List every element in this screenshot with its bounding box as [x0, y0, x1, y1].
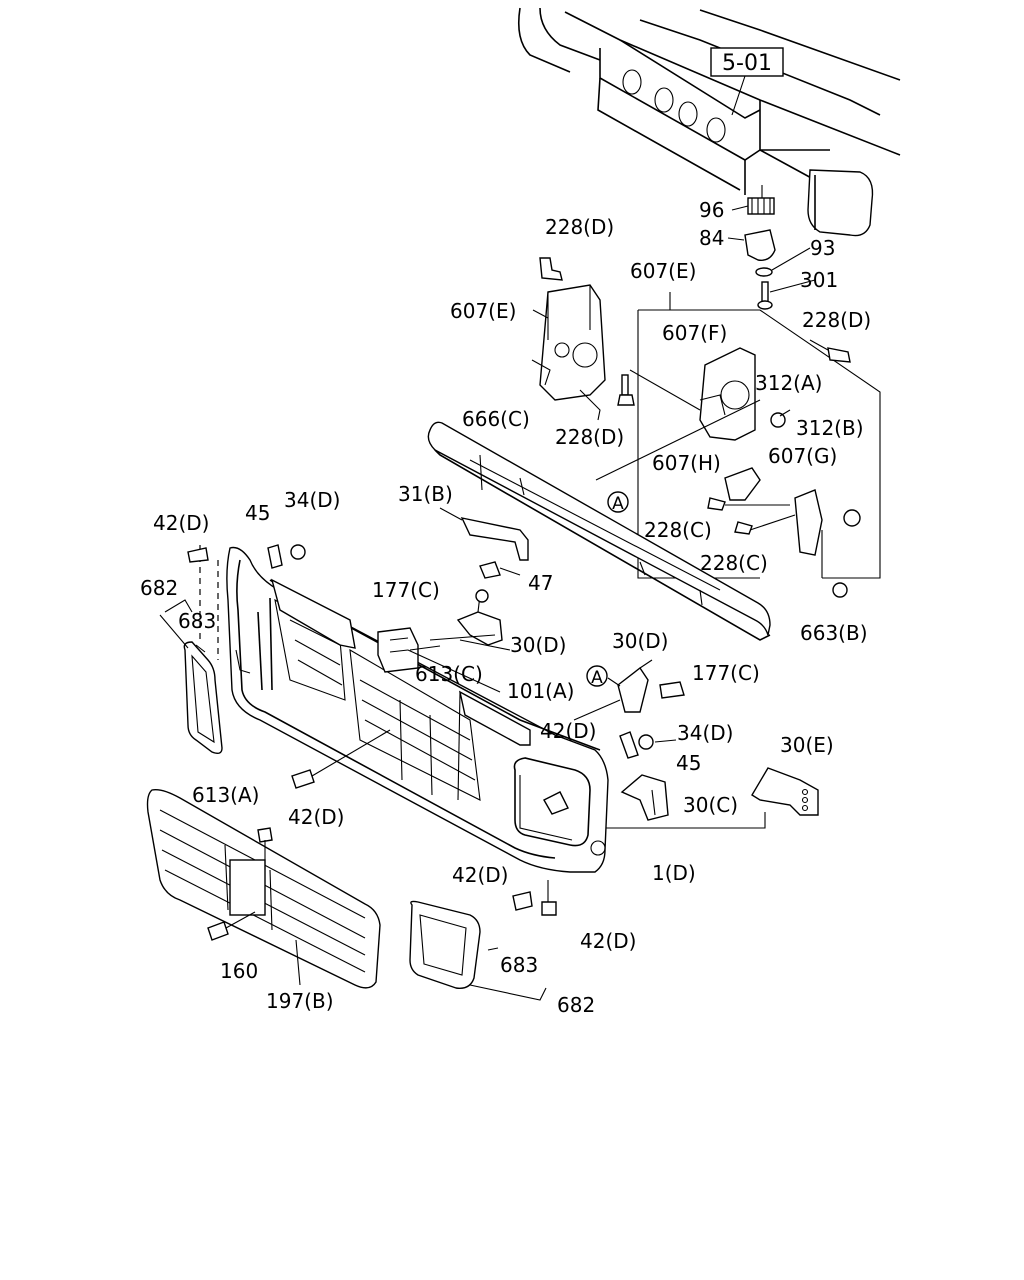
- label-312a: 312(A): [755, 371, 822, 395]
- label-42d-1: 42(D): [153, 511, 209, 535]
- label-666c: 666(C): [462, 407, 530, 431]
- bracket-30c-30e: [606, 731, 819, 829]
- chassis-frame: [517, 7, 901, 237]
- bracket-group-30d: [377, 589, 511, 693]
- label-47: 47: [528, 571, 553, 595]
- label-84: 84: [699, 226, 724, 250]
- label-312b: 312(B): [796, 416, 864, 440]
- label-101a: 101(A): [507, 679, 574, 703]
- label-42d-4: 42(D): [452, 863, 508, 887]
- label-96: 96: [699, 198, 724, 222]
- label-613c: 613(C): [415, 662, 483, 686]
- label-682-1: 682: [140, 576, 178, 600]
- label-607h: 607(H): [652, 451, 721, 475]
- bracket-607e: [531, 257, 606, 421]
- label-30c: 30(C): [683, 793, 738, 817]
- assembly-box: [595, 292, 881, 598]
- label-30d-1: 30(D): [510, 633, 566, 657]
- gasket-left: [159, 599, 223, 755]
- front-grille: [146, 788, 381, 989]
- part-labels: 96 84 93 301 228(D) 607(E) 607(E) 228(D)…: [140, 198, 871, 1017]
- bracket-31b: [439, 507, 529, 579]
- label-607e-left: 607(E): [450, 299, 516, 323]
- label-42d-3: 42(D): [288, 805, 344, 829]
- label-30d-2: 30(D): [612, 629, 668, 653]
- label-613a: 613(A): [192, 783, 259, 807]
- marker-a-right: A: [586, 665, 608, 688]
- marker-a-left-text: A: [612, 494, 624, 514]
- label-42d-5: 42(D): [580, 929, 636, 953]
- hook-assembly: [727, 185, 816, 310]
- label-160: 160: [220, 959, 258, 983]
- label-93: 93: [810, 236, 835, 260]
- reference-label: 5-01: [722, 51, 772, 76]
- label-301: 301: [800, 268, 838, 292]
- bumper-bar: [427, 421, 771, 641]
- reference-box: 5-01: [710, 47, 784, 116]
- label-607g: 607(G): [768, 444, 837, 468]
- label-30e: 30(E): [780, 733, 834, 757]
- label-228d-top: 228(D): [545, 215, 614, 239]
- marker-a-left: A: [607, 491, 629, 514]
- label-42d-2: 42(D): [540, 719, 596, 743]
- grille-frame: [199, 545, 609, 873]
- label-663b: 663(B): [800, 621, 868, 645]
- label-1d: 1(D): [652, 861, 696, 885]
- label-607f: 607(F): [662, 321, 727, 345]
- label-31b: 31(B): [398, 482, 453, 506]
- bolts-42d: [291, 729, 569, 916]
- label-228c-b: 228(C): [700, 551, 768, 575]
- fasteners-top-left: [187, 544, 306, 569]
- label-228d-mid: 228(D): [555, 425, 624, 449]
- label-683-1: 683: [178, 609, 216, 633]
- label-34d-1: 34(D): [284, 488, 340, 512]
- label-228d-right: 228(D): [802, 308, 871, 332]
- label-197b: 197(B): [266, 989, 334, 1013]
- label-683-2: 683: [500, 953, 538, 977]
- label-177c-2: 177(C): [692, 661, 760, 685]
- label-607e-right: 607(E): [630, 259, 696, 283]
- label-45-1: 45: [245, 501, 270, 525]
- label-682-2: 682: [557, 993, 595, 1017]
- gasket-bottom: [409, 900, 547, 1001]
- label-45-2: 45: [676, 751, 701, 775]
- bracket-30d-right: [573, 659, 685, 721]
- label-34d-2: 34(D): [677, 721, 733, 745]
- label-177c-1: 177(C): [372, 578, 440, 602]
- marker-a-right-text: A: [591, 668, 603, 688]
- label-228c-a: 228(C): [644, 518, 712, 542]
